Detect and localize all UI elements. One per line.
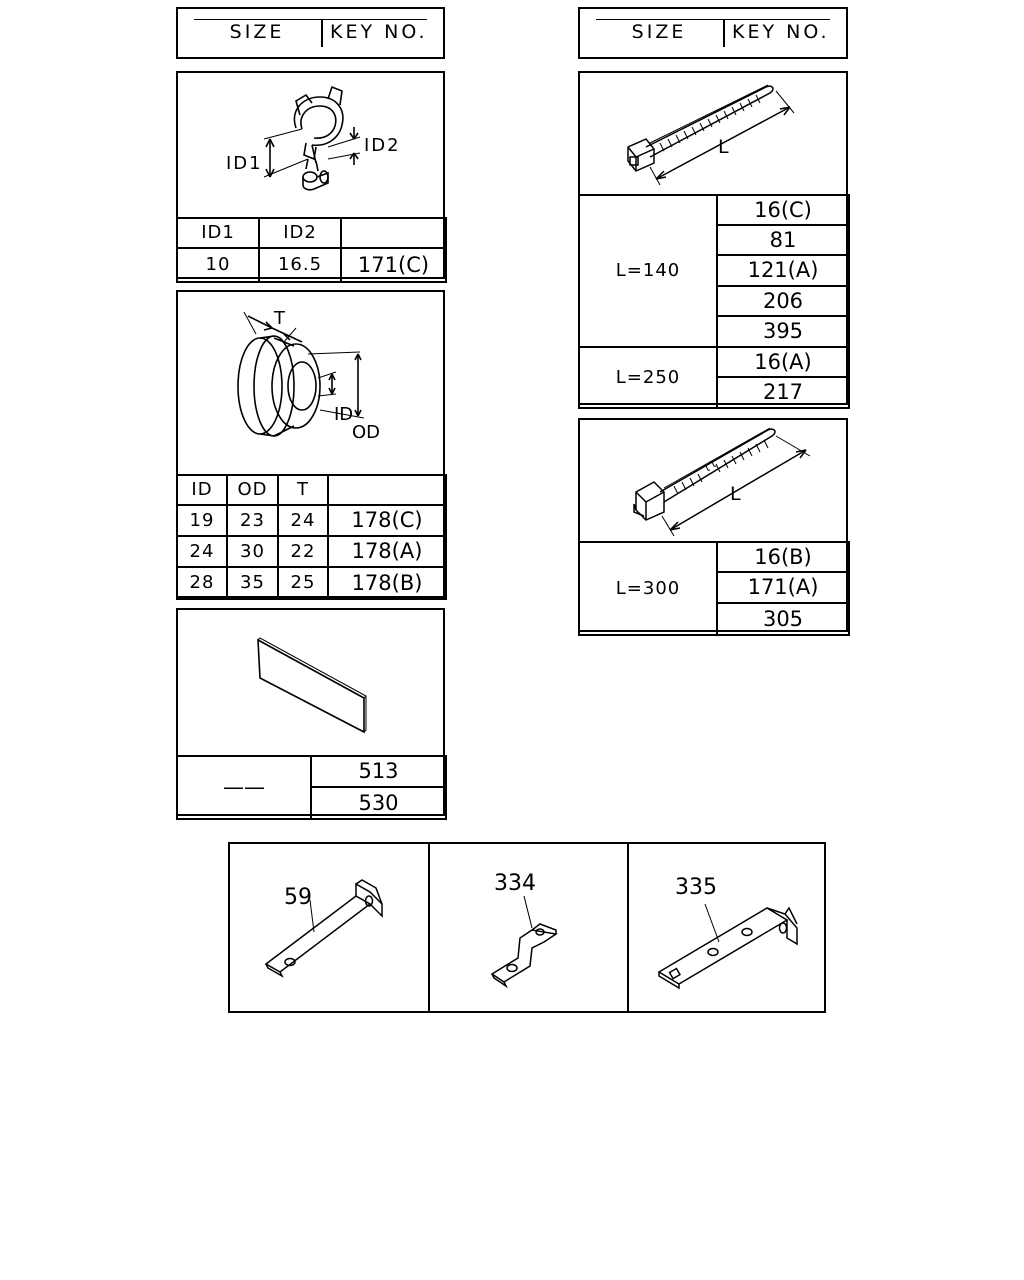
bracket-cell-334: 334 [428, 844, 629, 1011]
cable-tie-a-illustration: L [627, 84, 795, 186]
pad-panel: —— 513 530 [176, 608, 447, 820]
id2-dim-label: ID2 [364, 135, 401, 156]
cell-t: 24 [277, 504, 329, 537]
t-dim-label: T [273, 308, 286, 329]
size-l140-cell: L=140 [578, 194, 718, 348]
grommet-table: ID OD T 19 23 24 178(C) 24 30 22 178(A) … [176, 474, 447, 600]
clip-panel: ID1 ID2 ID1 ID2 10 16.5 171(C) [176, 71, 447, 283]
cell-od: 23 [226, 504, 279, 537]
key-no-header: KEY NO. [330, 21, 428, 43]
header-rule [596, 19, 830, 20]
cell-od: 30 [226, 535, 279, 568]
col-id: ID [176, 474, 228, 506]
l-bracket-icon: 59 [264, 879, 383, 978]
offset-bracket-icon: 334 [490, 871, 558, 989]
cell-t: 22 [277, 535, 329, 568]
bracket-key-label: 334 [494, 871, 536, 896]
size-l250-cell: L=250 [578, 346, 718, 409]
bracket-cell-335: 335 [627, 844, 824, 1011]
cell-id2: 16.5 [258, 247, 342, 283]
pad-table: —— 513 530 [176, 755, 447, 820]
cell-key: 81 [716, 224, 850, 256]
cell-key: 178(A) [327, 535, 447, 568]
size-header: SIZE [631, 21, 687, 43]
long-l-bracket-icon: 335 [657, 875, 798, 990]
cell-key: 395 [716, 315, 850, 348]
grommet-illustration: T ID OD [237, 308, 380, 443]
cell-od: 35 [226, 566, 279, 600]
l-dim-label: L [730, 483, 741, 505]
size-l300-cell: L=300 [578, 541, 718, 636]
pad-size-cell: —— [176, 755, 312, 820]
cell-key: 305 [716, 602, 850, 636]
header-divider [321, 19, 323, 47]
cable-tie-b-illustration: L [633, 427, 811, 537]
table-row: 28 35 25 178(B) [176, 566, 447, 600]
cell-key: 16(C) [716, 194, 850, 226]
cell-id: 24 [176, 535, 228, 568]
cell-id1: 10 [176, 247, 260, 283]
key-no-header: KEY NO. [732, 21, 830, 43]
cable-tie-b-table: L=300 16(B) 171(A) 305 [578, 541, 850, 636]
table-row: 19 23 24 178(C) [176, 504, 447, 537]
cell-key: 513 [310, 755, 447, 788]
cell-key: 121(A) [716, 254, 850, 287]
col-id1: ID1 [176, 217, 260, 249]
table-row: 24 30 22 178(A) [176, 535, 447, 568]
col-key [327, 474, 447, 506]
table-row: 10 16.5 171(C) [176, 247, 447, 283]
cell-key: 206 [716, 285, 850, 317]
clip-illustration: ID1 ID2 [226, 85, 401, 191]
grommet-panel: T ID OD ID OD T 19 23 24 178(C) 24 30 22… [176, 290, 447, 600]
od-dim-label: OD [352, 422, 380, 443]
id-dim-label: ID [334, 404, 353, 425]
clip-table: ID1 ID2 10 16.5 171(C) [176, 217, 447, 283]
size-key-header-left: SIZE KEY NO. [176, 7, 445, 59]
brackets-panel: 59 334 [228, 842, 826, 1013]
l-dim-label: L [718, 136, 729, 158]
cell-t: 25 [277, 566, 329, 600]
size-key-header-right: SIZE KEY NO. [578, 7, 848, 59]
cell-id: 28 [176, 566, 228, 600]
col-key [340, 217, 447, 249]
cell-key: 178(C) [327, 504, 447, 537]
size-header: SIZE [229, 21, 285, 43]
cable-tie-b-panel: L L=300 16(B) 171(A) 305 [578, 418, 850, 636]
cable-tie-a-table: L=140 16(C) 81 121(A) 206 395 L=250 16(A… [578, 194, 850, 409]
cell-key: 217 [716, 376, 850, 409]
cell-key: 178(B) [327, 566, 447, 600]
cell-key: 16(A) [716, 346, 850, 378]
cable-tie-a-panel: L L=140 16(C) 81 121(A) 206 395 L=250 16… [578, 71, 850, 409]
bracket-key-label: 335 [675, 875, 717, 900]
cell-key: 16(B) [716, 541, 850, 573]
cell-key: 171(A) [716, 571, 850, 604]
id1-dim-label: ID1 [226, 153, 263, 174]
cell-key: 530 [310, 786, 447, 820]
header-rule [194, 19, 427, 20]
cell-id: 19 [176, 504, 228, 537]
header-divider [723, 19, 725, 47]
bracket-key-label: 59 [284, 885, 312, 910]
pad-illustration [257, 637, 367, 734]
bracket-cell-59: 59 [230, 844, 430, 1011]
col-od: OD [226, 474, 279, 506]
col-id2: ID2 [258, 217, 342, 249]
col-t: T [277, 474, 329, 506]
cell-key: 171(C) [340, 247, 447, 283]
